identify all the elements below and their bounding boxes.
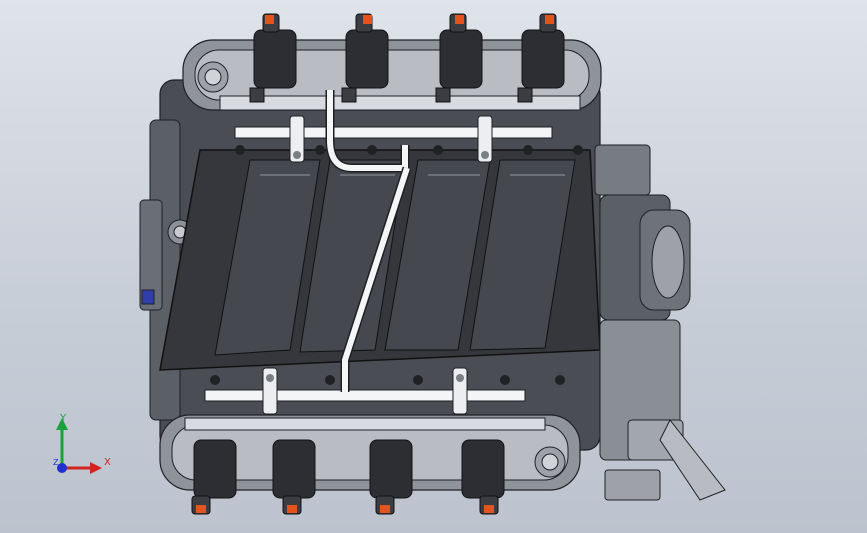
coil-bottom-2 — [272, 439, 316, 515]
ignition-coils-bottom — [191, 439, 505, 515]
y-axis-label: Y — [60, 413, 67, 424]
coil-top-4 — [517, 13, 565, 103]
coil-top-3 — [435, 13, 483, 103]
x-axis-label: X — [104, 457, 111, 468]
coil-bottom-1 — [191, 439, 237, 515]
y-axis-arrowhead — [56, 418, 68, 430]
triad-arrows — [56, 418, 102, 474]
ignition-coils-top — [249, 13, 565, 103]
fuel-crossover-line — [325, 90, 412, 392]
z-axis-dot — [57, 463, 67, 473]
coil-bottom-3 — [369, 439, 413, 515]
bolts — [210, 145, 583, 385]
x-axis-arrowhead — [90, 462, 102, 474]
coil-bottom-4 — [461, 439, 505, 515]
coil-top-1 — [249, 13, 297, 103]
throttle-body — [594, 144, 726, 501]
fuel-rail-bottom — [204, 367, 526, 415]
coil-top-2 — [341, 13, 389, 103]
coordinate-triad: Y X Z — [52, 410, 122, 480]
z-axis-label: Z — [53, 458, 59, 467]
fuel-rail-top — [234, 115, 553, 163]
